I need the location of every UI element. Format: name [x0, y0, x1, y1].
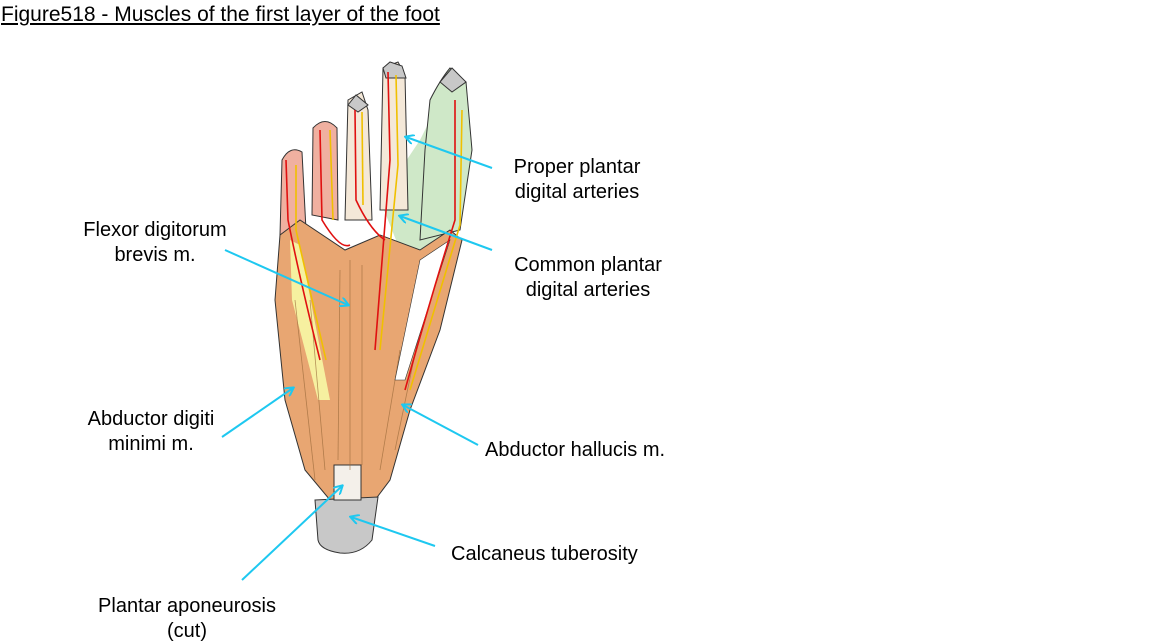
label-plantar-aponeurosis: Plantar aponeurosis (cut): [82, 594, 292, 644]
label-common-plantar-digital-arteries: Common plantar digital arteries: [503, 253, 673, 303]
arrow-abductor-digiti: [221, 388, 293, 438]
toe-tip: [382, 61, 407, 79]
arrow-proper-plantar: [406, 137, 493, 169]
label-line: (cut): [167, 620, 207, 642]
toe-tip: [347, 94, 369, 113]
label-line: Flexor digitorum: [83, 219, 227, 241]
label-line: brevis m.: [114, 244, 196, 266]
plantar-aponeurosis-cut: [333, 464, 362, 501]
label-line: digital arteries: [514, 181, 640, 203]
label-abductor-digiti-minimi: Abductor digiti minimi m.: [71, 407, 231, 457]
label-line: minimi m.: [108, 433, 194, 455]
label-abductor-hallucis: Abductor hallucis m.: [485, 439, 666, 461]
label-flexor-digitorum-brevis: Flexor digitorum brevis m.: [70, 218, 240, 268]
toe-tip: [439, 67, 467, 93]
third-toe: [344, 91, 373, 221]
label-line: Proper plantar: [513, 156, 641, 178]
label-line: Abductor digiti: [87, 408, 215, 430]
calcaneus-tuberosity: [314, 496, 379, 554]
label-calcaneus-tuberosity: Calcaneus tuberosity: [451, 543, 638, 565]
arrow-calcaneus: [351, 517, 436, 547]
arrow-abductor-hallucis: [403, 405, 479, 446]
label-line: digital arteries: [525, 279, 651, 301]
label-line: Common plantar: [514, 254, 662, 276]
white-tendon: [394, 239, 451, 381]
label-proper-plantar-digital-arteries: Proper plantar digital arteries: [497, 155, 657, 205]
label-line: Plantar aponeurosis: [98, 595, 276, 617]
arrow-aponeurosis: [241, 486, 342, 581]
arrow-flexor: [224, 249, 348, 305]
great-toe: [419, 67, 473, 241]
figure-title: Figure518 - Muscles of the first layer o…: [1, 3, 440, 26]
second-toe: [379, 61, 409, 211]
arrow-common-plantar: [400, 216, 493, 251]
fourth-toe: [311, 121, 339, 221]
